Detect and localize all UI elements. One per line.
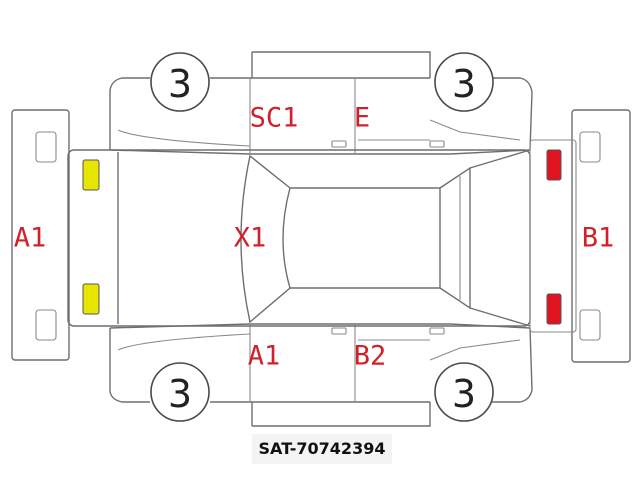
top-view-body	[67, 149, 531, 327]
tire-rear-right: 3	[434, 362, 494, 422]
damage-codes: A1 SC1 E X1 A1 B2 B1	[14, 103, 615, 372]
front-lamp-top	[82, 159, 100, 191]
tire-rear-left: 3	[434, 52, 494, 112]
tire-rear-left-code: 3	[452, 62, 476, 106]
tire-front-left: 3	[150, 52, 210, 112]
front-lamp-bottom	[82, 283, 100, 315]
code-front-bumper: A1	[14, 223, 47, 254]
rear-lamp-top	[546, 149, 562, 181]
top-side-silhouette	[109, 51, 533, 155]
code-roof-rear: E	[354, 103, 370, 134]
rear-lamp-bottom	[546, 293, 562, 325]
tire-rear-right-code: 3	[452, 372, 476, 416]
tire-front-right-code: 3	[168, 372, 192, 416]
front-lamps	[82, 159, 100, 315]
code-rear-bumper: B1	[582, 223, 615, 254]
rear-lamps	[529, 139, 577, 333]
front-bumper	[11, 109, 70, 361]
vehicle-id-label: SAT-70742394	[252, 434, 392, 464]
code-lower-front-door: A1	[248, 341, 281, 372]
rear-bumper	[571, 109, 631, 363]
code-lower-rear-door: B2	[354, 341, 387, 372]
tire-front-left-code: 3	[168, 62, 192, 106]
code-roof-front: SC1	[250, 103, 299, 134]
tire-front-right: 3	[150, 362, 210, 422]
code-hood: X1	[234, 223, 267, 254]
